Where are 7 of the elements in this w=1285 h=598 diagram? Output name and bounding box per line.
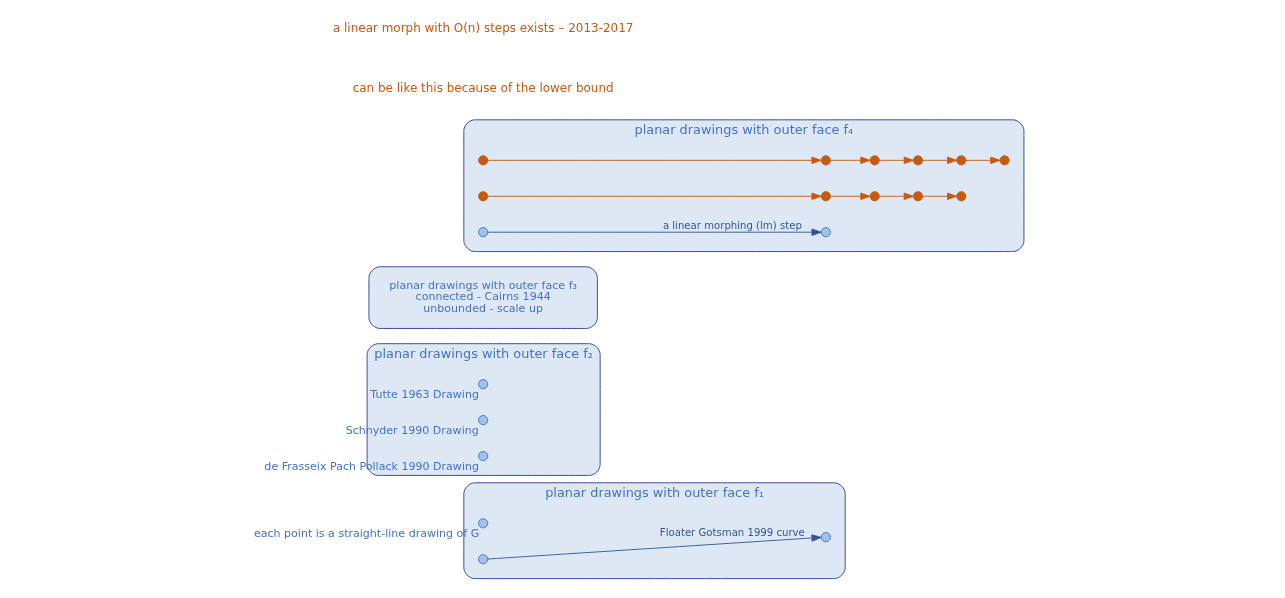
- label: a linear morph with O(n) steps exists – 2013-2017: [332, 20, 633, 35]
- label: can be like this because of the lower bound: [352, 80, 614, 95]
- node-label: de Frasseix Pach Pollack 1990 Drawing: [263, 459, 479, 473]
- edge-label: a linear morphing (lm) step: [662, 220, 802, 232]
- edge-label: Floater Gotsman 1999 curve: [659, 527, 805, 539]
- node-label: Tutte 1963 Drawing: [369, 387, 479, 401]
- node-label: Schnyder 1990 Drawing: [345, 423, 479, 437]
